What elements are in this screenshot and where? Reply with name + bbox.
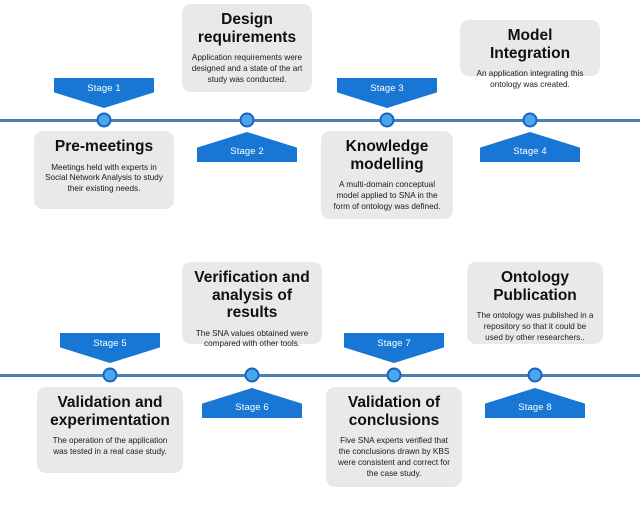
stage-badge-label: Stage 3 (370, 83, 404, 94)
stage-badge-label: Stage 7 (377, 338, 411, 349)
stage-card-verification-analysis: Verification and analysis of results The… (182, 262, 322, 348)
stage-badge-3[interactable]: Stage 3 (337, 78, 437, 108)
stage-card-title: Ontology Publication (493, 269, 577, 304)
stage-card-body: Five SNA experts verified that the concl… (338, 436, 450, 478)
stage-badge-6[interactable]: Stage 6 (202, 388, 302, 418)
timeline-node-stage-8[interactable] (527, 367, 543, 383)
stage-badge-label: Stage 1 (87, 83, 121, 94)
timeline-node-stage-1[interactable] (96, 112, 112, 128)
stage-card-body: An application integrating this ontology… (476, 69, 584, 89)
stage-card-title: Pre-meetings (54, 138, 154, 155)
timeline-axis-top (0, 119, 640, 122)
stage-badge-label: Stage 5 (93, 338, 127, 349)
timeline-axis-bottom (0, 374, 640, 377)
stage-card-body: A multi-domain conceptual model applied … (333, 180, 441, 211)
stage-card-validation-conclusions: Validation of conclusions Five SNA exper… (326, 387, 462, 487)
stage-card-body: The ontology was published in a reposito… (476, 311, 594, 342)
timeline-node-stage-6[interactable] (244, 367, 260, 383)
stage-card-body: Application requirements were designed a… (191, 53, 303, 84)
timeline-node-stage-2[interactable] (239, 112, 255, 128)
stage-badge-8[interactable]: Stage 8 (485, 388, 585, 418)
stage-card-model-integration: Model Integration An application integra… (460, 20, 600, 89)
stage-card-title: Validation of conclusions (347, 394, 441, 429)
timeline-node-stage-3[interactable] (379, 112, 395, 128)
stage-card-body: Meetings held with experts in Social Net… (45, 162, 163, 194)
stage-card-body: The operation of the application was tes… (52, 436, 168, 456)
stage-card-title: Design requirements (197, 11, 297, 46)
stage-card-title: Validation and experimentation (50, 394, 170, 429)
stage-card-title: Model Integration (489, 27, 571, 62)
stage-card-design-requirements: Design requirements Application requirem… (182, 4, 312, 92)
stage-card-title: Verification and analysis of results (194, 269, 310, 321)
stage-card-ontology-publication: Ontology Publication The ontology was pu… (467, 262, 603, 344)
stage-badge-4[interactable]: Stage 4 (480, 132, 580, 162)
stage-badge-1[interactable]: Stage 1 (54, 78, 154, 108)
stage-badge-label: Stage 6 (235, 402, 269, 413)
stage-badge-7[interactable]: Stage 7 (344, 333, 444, 363)
stage-badge-label: Stage 4 (513, 146, 547, 157)
stage-card-knowledge-modelling: Knowledge modelling A multi-domain conce… (321, 131, 453, 219)
stage-badge-label: Stage 8 (518, 402, 552, 413)
timeline-node-stage-5[interactable] (102, 367, 118, 383)
stage-badge-2[interactable]: Stage 2 (197, 132, 297, 162)
timeline-node-stage-4[interactable] (522, 112, 538, 128)
stage-card-body: The SNA values obtained were compared wi… (195, 328, 309, 349)
stage-card-pre-meetings: Pre-meetings Meetings held with experts … (34, 131, 174, 209)
stage-badge-5[interactable]: Stage 5 (60, 333, 160, 363)
stage-card-title: Knowledge modelling (345, 138, 429, 173)
stage-badge-label: Stage 2 (230, 146, 264, 157)
timeline-node-stage-7[interactable] (386, 367, 402, 383)
stage-card-validation-experimentation: Validation and experimentation The opera… (37, 387, 183, 473)
